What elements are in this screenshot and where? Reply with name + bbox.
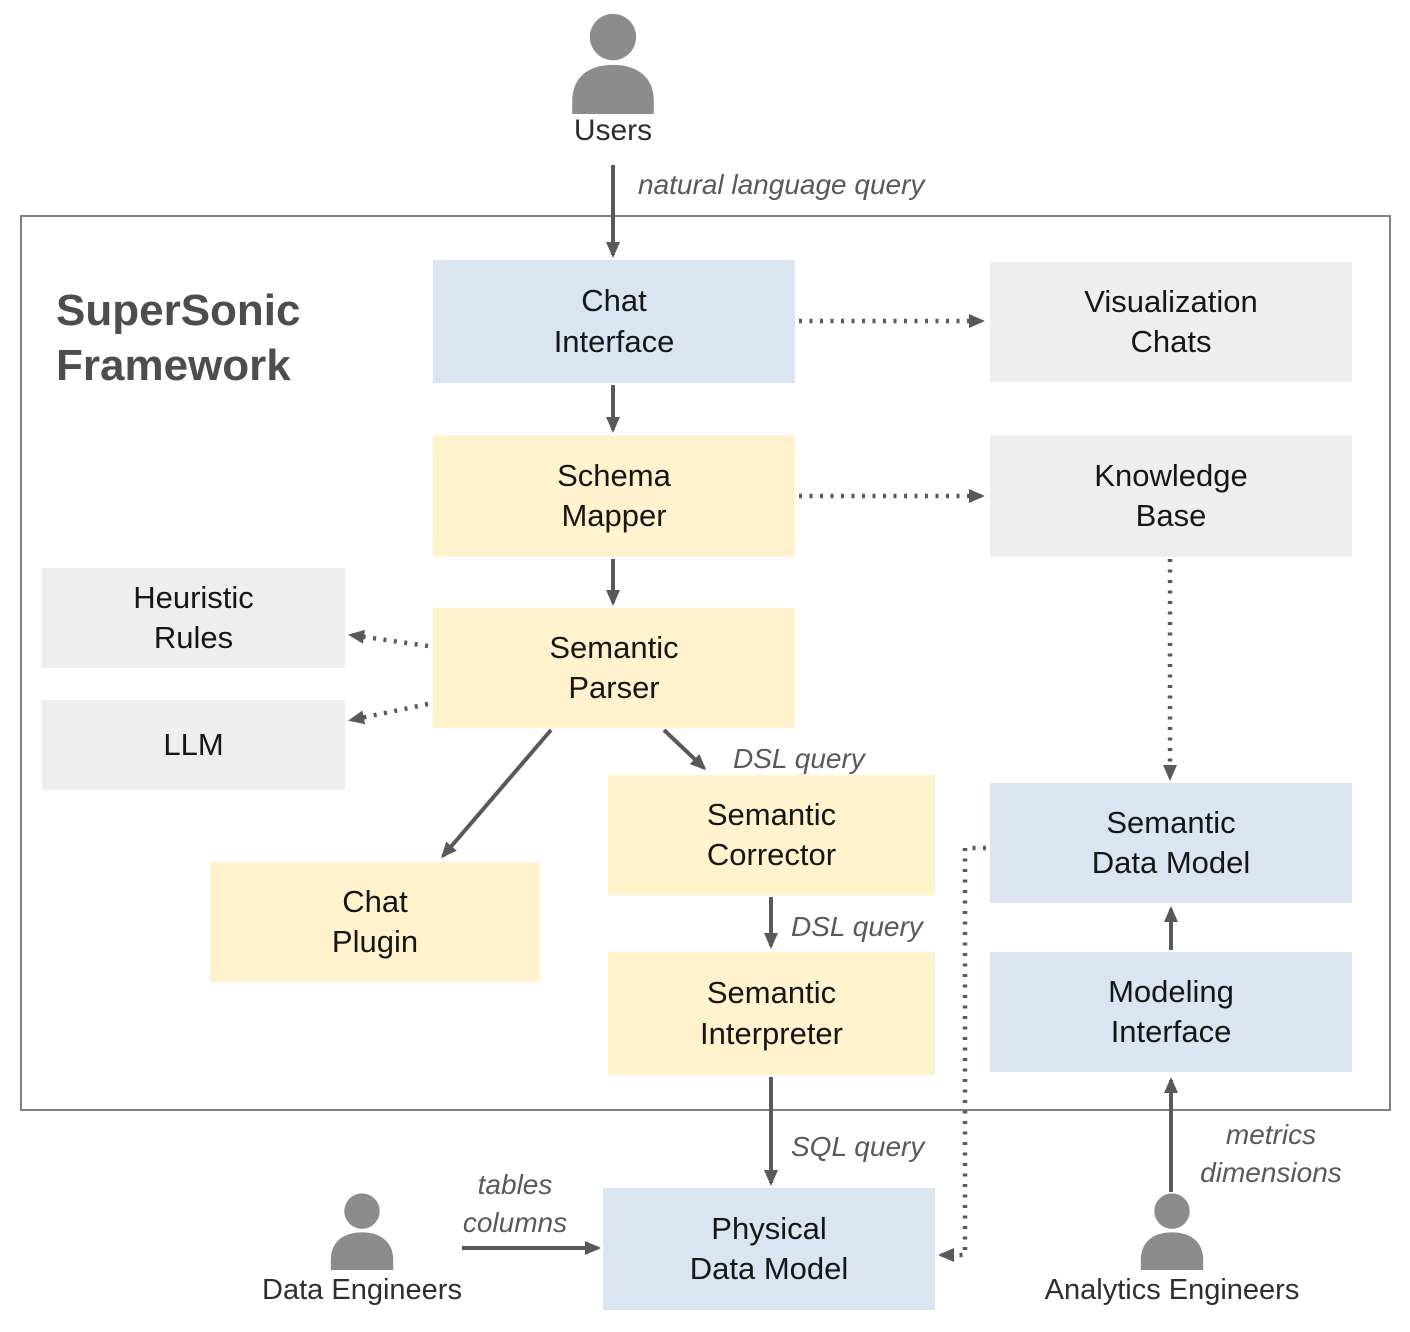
semantic-parser-node: Semantic Parser <box>433 608 795 728</box>
users-label: Users <box>573 114 653 147</box>
framework-title: SuperSonic Framework <box>56 286 301 390</box>
data-engineers-label: Data Engineers <box>262 1274 462 1306</box>
analytics-engineers-label: Analytics Engineers <box>1044 1274 1300 1306</box>
dsl-query-label-2: DSL query <box>791 911 923 942</box>
chat-interface-node: Chat Interface <box>433 260 795 383</box>
natural-language-query-label: natural language query <box>638 169 925 200</box>
dsl-query-label-1: DSL query <box>733 743 865 774</box>
chat-plugin-node: Chat Plugin <box>210 862 540 982</box>
heuristic-rules-node: Heuristic Rules <box>42 568 345 668</box>
users-person-icon <box>565 12 661 114</box>
schema-mapper-node: Schema Mapper <box>433 435 795 557</box>
semantic-interpreter-node: Semantic Interpreter <box>608 952 935 1075</box>
tables-columns-label: tables columns <box>462 1169 568 1238</box>
metrics-dimensions-label: metrics dimensions <box>1200 1119 1342 1188</box>
modeling-interface-node: Modeling Interface <box>990 952 1352 1072</box>
knowledge-base-node: Knowledge Base <box>990 435 1352 557</box>
physical-data-model-node: Physical Data Model <box>603 1188 935 1310</box>
semantic-corrector-node: Semantic Corrector <box>608 775 935 895</box>
semantic-data-model-node: Semantic Data Model <box>990 783 1352 903</box>
sql-query-label: SQL query <box>791 1131 925 1162</box>
visualization-chats-node: Visualization Chats <box>990 262 1352 382</box>
framework-boundary <box>20 215 1391 1111</box>
data-engineers-person-icon <box>325 1192 399 1270</box>
llm-node: LLM <box>42 700 345 790</box>
analytics-engineers-person-icon <box>1135 1192 1209 1270</box>
